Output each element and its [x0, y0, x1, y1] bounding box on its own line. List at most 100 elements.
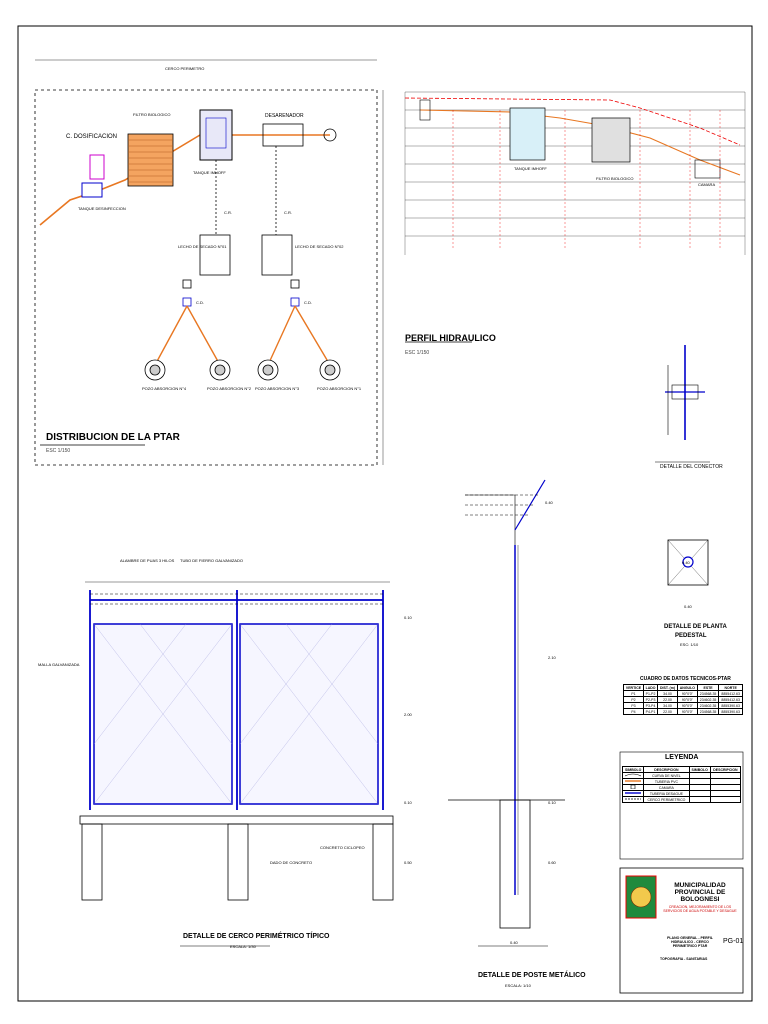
profile-imhoff [509, 107, 546, 161]
connector-detail [655, 345, 710, 463]
plan-label-desarenador: DESARENADOR [265, 113, 304, 119]
post-detail [448, 479, 565, 947]
pedestal-square [667, 539, 709, 586]
pedestal-title-1: DETALLE DE PLANTA [664, 624, 727, 630]
plan-view [34, 59, 384, 466]
post-dim-2: 2.10 [548, 655, 556, 660]
table-cell: 90°0'0" [676, 708, 698, 715]
pedestal-detail [667, 539, 709, 586]
legend-row: CERCO PERIMETRICO [621, 796, 742, 803]
plan-label-filtro: FILTRO BIOLOGICO [133, 112, 171, 117]
pedestal-scale: ESC: 1/10 [680, 642, 699, 647]
plan-pipeline [39, 134, 330, 226]
desarenador [262, 123, 304, 147]
plan-label-lecho-1: LECHO DE SECADO N°01 [178, 244, 227, 249]
plan-label-pozo-4: POZO ABSORCION N°1 [317, 386, 362, 391]
profile-view [404, 91, 746, 343]
title-block-sheet-name: PLANO GENERAL - PERFIL HIDRAULICO - CERC… [667, 936, 713, 948]
ground-slab [79, 815, 394, 825]
fence-dim-4: 0.50 [404, 860, 412, 865]
profile-label-filtro: FILTRO BIOLOGICO [596, 176, 634, 181]
plan-label-cerco: CERCO PERIMETRO [165, 66, 205, 71]
fence-dim-2: 2.00 [404, 712, 412, 717]
terrain-line [404, 97, 741, 146]
title-block-sheet-code: PG-01 [723, 938, 744, 945]
table-cell: P4-P1 [642, 708, 659, 715]
legend-symbol [621, 784, 645, 791]
pedestal-dim-side: 0.40 [682, 560, 690, 565]
plan-label-cr-1: C.R. [224, 210, 232, 215]
pedestal-dim-bottom: 0.40 [684, 604, 692, 609]
plan-title: DISTRIBUCION DE LA PTAR [46, 432, 180, 443]
lecho-secado-2 [261, 234, 293, 276]
legend-header: SIMBOLO DESCRIPCION SIMBOLO DESCRIPCION [621, 766, 742, 773]
title-block-frame [619, 867, 744, 994]
legend-title: LEYENDA [665, 754, 699, 761]
fence-scale: ESCALA: 1/30 [230, 944, 256, 949]
plan-label-pozo-2: POZO ABSORCION N°2 [207, 386, 252, 391]
legend-symbol [621, 796, 645, 803]
post-dim-4: 0.60 [548, 860, 556, 865]
fence-label-dado: DADO DE CONCRETO [270, 860, 313, 865]
data-table: VERTICE LADO DIST. (m) ANGULO ESTE NORTE… [623, 684, 743, 715]
sheet-border [17, 25, 753, 1002]
footing-right [372, 823, 394, 901]
fence-dim-1: 0.10 [404, 615, 412, 620]
title-block-specialty: TOPOGRAFIA - SANITARIAS [660, 957, 708, 961]
profile-scale: ESC 1/150 [405, 350, 430, 356]
legend-symbol [621, 790, 645, 797]
table-cell: 234568.35 [696, 708, 720, 715]
connector-title: DETALLE DEL CONECTOR [660, 464, 723, 470]
title-block-municipality: MUNICIPALIDAD PROVINCIAL DE BOLOGNESI [674, 882, 726, 903]
profile-filtro [591, 117, 631, 163]
plan-label-imhoff: TANQUE IMHOFF [193, 170, 226, 175]
table-cell: 22.00 [657, 708, 678, 715]
post-dim-5: 0.40 [510, 940, 518, 945]
plan-label-cd-1: C.D. [196, 300, 204, 305]
profile-label-imhoff: TANQUE IMHOFF [514, 166, 547, 171]
legend-symbol [621, 778, 645, 785]
fence-label-tubo: TUBO DE FIERRO GALVANIZADO [180, 558, 243, 563]
dosificacion-box [89, 154, 105, 180]
plan-label-pozo-3: POZO ABSORCION N°3 [255, 386, 300, 391]
desinfeccion-tank [81, 182, 103, 198]
fence-title: DETALLE DE CERCO PERIMÉTRICO TÍPICO [183, 933, 330, 940]
post-dim-1: 0.40 [545, 500, 553, 505]
plan-label-dosificacion: C. DOSIFICACION [66, 134, 118, 140]
profile-label-camara: CAMARA [698, 182, 716, 187]
fence-dim-3: 0.10 [404, 800, 412, 805]
pedestal-title-2: PEDESTAL [675, 633, 707, 639]
fence-label-malla: MALLA GALVANIZADA [38, 662, 80, 667]
filtro-biologico [127, 133, 174, 187]
post-scale: ESCALA: 1/10 [505, 983, 531, 988]
fence-label-alambre: ALAMBRE DE PUAS 3 HILOS [120, 558, 175, 563]
plan-label-cr-2: C.R. [284, 210, 292, 215]
perimeter-fence [34, 89, 378, 466]
post-footing [499, 799, 531, 929]
post-title: DETALLE DE POSTE METÁLICO [478, 972, 586, 979]
fence-label-concreto: CONCRETO CICLOPEO [320, 845, 365, 850]
data-table-title: CUADRO DE DATOS TECNICOS-PTAR [640, 676, 731, 682]
lecho-secado-1 [199, 234, 231, 276]
pozos-absorcion [144, 359, 341, 381]
plan-label-pozo-1: POZO ABSORCION N°4 [142, 386, 187, 391]
footing-middle [227, 823, 249, 901]
post-dim-3: 0.10 [548, 800, 556, 805]
legend-frame [619, 751, 744, 860]
legend-table: SIMBOLO DESCRIPCION SIMBOLO DESCRIPCION … [621, 766, 742, 803]
plan-label-desinfeccion: TANQUE DESINFECCION [78, 206, 126, 211]
legend-desc: CERCO PERIMETRICO [643, 796, 690, 803]
table-cell: 8855390.63 [718, 708, 743, 715]
legend-symbol [621, 772, 645, 779]
hydraulic-line [419, 109, 741, 176]
footing-left [81, 823, 103, 901]
plan-scale: ESC 1/150 [46, 448, 71, 454]
legend-row: CAMARA [621, 784, 742, 791]
fence-detail [79, 581, 394, 947]
profile-title: PERFIL HIDRAULICO [405, 333, 496, 343]
plan-label-cd-2: C.D. [304, 300, 312, 305]
title-block-project: CREACION, MEJORAMIENTO DE LOS SERVICIOS … [663, 905, 737, 913]
